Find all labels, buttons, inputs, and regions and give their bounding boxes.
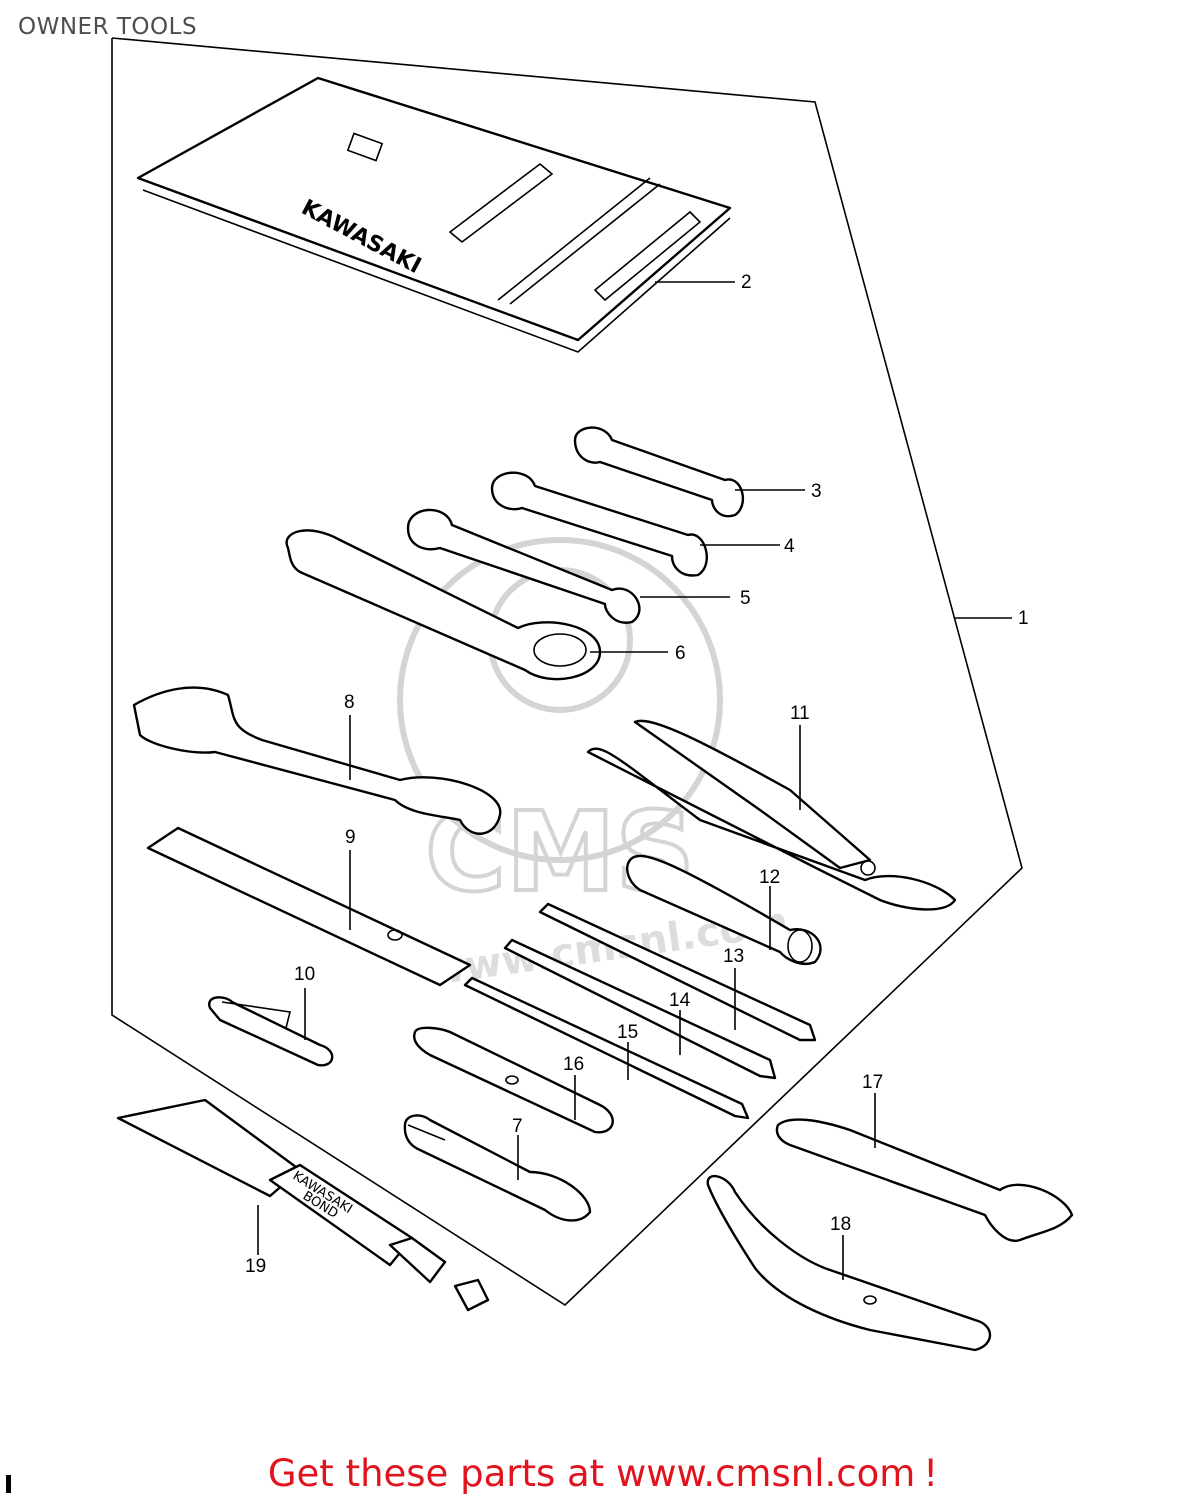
screwdriver-bit-13 <box>538 902 817 1042</box>
plug-wrench-7 <box>403 1114 592 1222</box>
wrench-5 <box>406 508 641 624</box>
wrench-4 <box>490 471 708 577</box>
hook-spanner-18 <box>706 1174 992 1352</box>
callout-15: 15 <box>617 1022 638 1043</box>
callout-11: 11 <box>790 703 810 724</box>
callout-19: 19 <box>245 1256 266 1277</box>
callout-12: 12 <box>759 867 780 888</box>
callouts: 1 2 3 4 5 6 7 8 9 10 11 12 13 14 15 16 1… <box>245 272 1029 1277</box>
screwdriver-15 <box>463 976 750 1120</box>
leader-lines <box>257 281 1012 1280</box>
callout-7: 7 <box>512 1116 523 1137</box>
tire-iron-9 <box>146 826 472 987</box>
tool-pouch: KAWASAKI <box>136 76 732 353</box>
screwdriver-bit-14 <box>503 938 777 1080</box>
callout-9: 9 <box>345 827 356 848</box>
callout-8: 8 <box>344 692 355 713</box>
callout-3: 3 <box>811 481 822 502</box>
callout-17: 17 <box>862 1072 883 1093</box>
footer-bang: ! <box>923 1452 939 1495</box>
flat-tool-16 <box>413 1026 614 1134</box>
callout-10: 10 <box>294 964 315 985</box>
callout-14: 14 <box>669 990 691 1011</box>
screwdriver-handle-12 <box>626 854 822 966</box>
footer-text: Get these parts at www.cmsnl.com <box>267 1452 916 1495</box>
corner-mark <box>6 1475 11 1493</box>
callout-13: 13 <box>723 946 744 967</box>
wrench-17 <box>775 1118 1074 1242</box>
page-title: OWNER TOOLS <box>18 14 198 40</box>
callout-6: 6 <box>675 643 686 664</box>
callout-2: 2 <box>741 272 752 293</box>
callout-18: 18 <box>830 1214 851 1235</box>
footer-link[interactable]: Get these parts at www.cmsnl.com! <box>0 1452 1198 1495</box>
key-10 <box>208 996 334 1067</box>
box-wrench-6 <box>285 529 602 681</box>
tool-kit-outline <box>111 37 1023 1307</box>
callout-1: 1 <box>1018 608 1029 629</box>
callout-16: 16 <box>563 1054 584 1075</box>
callout-4: 4 <box>784 536 795 557</box>
pliers-11 <box>586 719 957 911</box>
spanner-8 <box>132 686 502 835</box>
wrench-3 <box>573 426 745 518</box>
callout-5: 5 <box>740 588 751 609</box>
